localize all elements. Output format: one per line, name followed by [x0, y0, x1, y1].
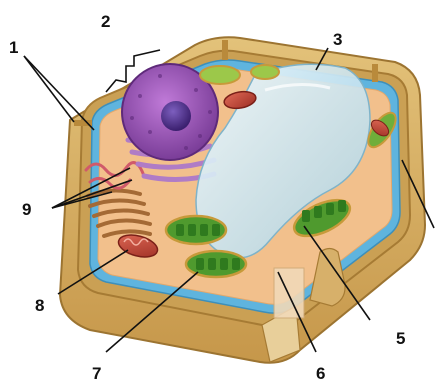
label-1: 1	[9, 39, 18, 56]
label-8: 8	[35, 297, 44, 314]
label-5: 5	[396, 330, 405, 347]
label-3: 3	[333, 31, 342, 48]
label-6: 6	[316, 365, 325, 382]
nucleolus-icon	[161, 101, 191, 131]
label-2: 2	[101, 13, 110, 30]
label-9: 9	[22, 201, 31, 218]
label-7: 7	[92, 365, 101, 382]
